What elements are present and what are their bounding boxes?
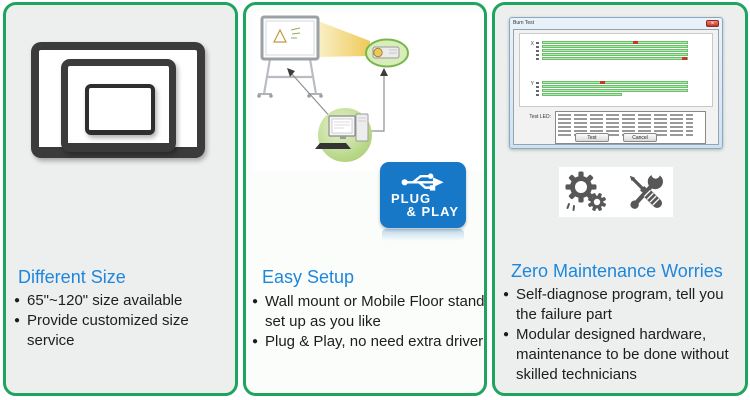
bullet-text: Plug & Play, no need extra driver	[265, 333, 484, 350]
window-title: Burn Test	[513, 20, 535, 26]
setup-diagram	[254, 13, 484, 171]
test-button[interactable]: Test	[575, 133, 609, 142]
projector-icon	[365, 38, 409, 68]
bullet-text: Self-diagnose program, tell you the fail…	[516, 286, 724, 323]
projection-beam	[318, 21, 370, 57]
bullet-dot: ●	[503, 329, 510, 340]
heading-easy-setup: Easy Setup	[262, 267, 355, 287]
arrowhead-board	[287, 68, 295, 77]
panel-easy-setup: PLUG & PLAY Easy Setup ● Wall mount or M…	[243, 2, 487, 396]
badge-text-play: & PLAY	[406, 204, 459, 219]
group-label: X	[530, 41, 534, 47]
led-bar	[542, 53, 688, 56]
maintenance-icons-box	[559, 167, 673, 217]
led-bar	[542, 93, 623, 96]
computer-icon	[315, 108, 372, 162]
close-button[interactable]: ×	[706, 19, 719, 27]
led-bar	[542, 49, 688, 52]
bullet-item: ● Plug & Play, no need extra driver	[252, 332, 486, 352]
fault-mark	[682, 57, 688, 60]
bullet-item: ● 65"~120" size available	[14, 291, 236, 311]
bullet-list: ● Wall mount or Mobile Floor stand set u…	[252, 292, 486, 352]
led-bar	[542, 45, 688, 48]
led-bar	[542, 57, 688, 60]
bullet-list: ● Self-diagnose program, tell you the fa…	[503, 285, 745, 385]
bullet-item: ● Wall mount or Mobile Floor stand set u…	[252, 292, 486, 332]
group-label: Y	[530, 81, 534, 87]
led-bar	[542, 81, 688, 84]
heading-zero-maintenance: Zero Maintenance Worries	[511, 261, 723, 281]
heading-different-size: Different Size	[18, 267, 126, 287]
led-bar	[542, 41, 688, 44]
bullet-list: ● 65"~120" size available ● Provide cust…	[14, 291, 236, 351]
bullet-text: 65"~120" size available	[27, 292, 183, 309]
usb-icon	[401, 173, 444, 191]
bullet-dot: ●	[14, 315, 21, 326]
bullet-item: ● Self-diagnose program, tell you the fa…	[503, 285, 745, 325]
arrowhead-projector	[380, 68, 388, 76]
bullet-text: Modular designed hardware, maintenance t…	[516, 326, 729, 383]
fault-mark	[632, 41, 638, 44]
led-bar-group: X	[522, 41, 706, 61]
badge-text-plug: PLUG	[391, 191, 432, 206]
bullet-item: ● Provide customized size service	[14, 311, 236, 351]
led-bar	[542, 89, 688, 92]
bullet-text: Provide customized size service	[27, 312, 189, 349]
whiteboard-small-icon	[85, 84, 155, 135]
cancel-button[interactable]: Cancel	[623, 133, 657, 142]
bullet-dot: ●	[503, 289, 510, 300]
bullet-dot: ●	[252, 336, 259, 347]
whiteboard-stand-icon	[257, 15, 323, 98]
led-bar	[542, 85, 688, 88]
badge-reflection	[382, 229, 464, 241]
gears-icon	[565, 171, 606, 211]
connector-line-board	[290, 72, 334, 121]
panel-different-size: Different Size ● 65"~120" size available…	[3, 2, 238, 396]
plug-and-play-badge: PLUG & PLAY	[380, 162, 466, 228]
test-led-label: Test LED:	[529, 114, 551, 120]
window-titlebar: Burn Test ×	[510, 18, 722, 28]
bullet-item: ● Modular designed hardware, maintenance…	[503, 325, 745, 385]
window-buttons: Test Cancel	[514, 133, 718, 142]
bullet-dot: ●	[252, 296, 259, 307]
fault-mark	[600, 81, 606, 84]
bullet-text: Wall mount or Mobile Floor stand set up …	[265, 293, 485, 330]
repair-tools-icon	[629, 171, 663, 209]
bullet-dot: ●	[14, 295, 21, 306]
led-bar-group: Y	[522, 81, 706, 97]
